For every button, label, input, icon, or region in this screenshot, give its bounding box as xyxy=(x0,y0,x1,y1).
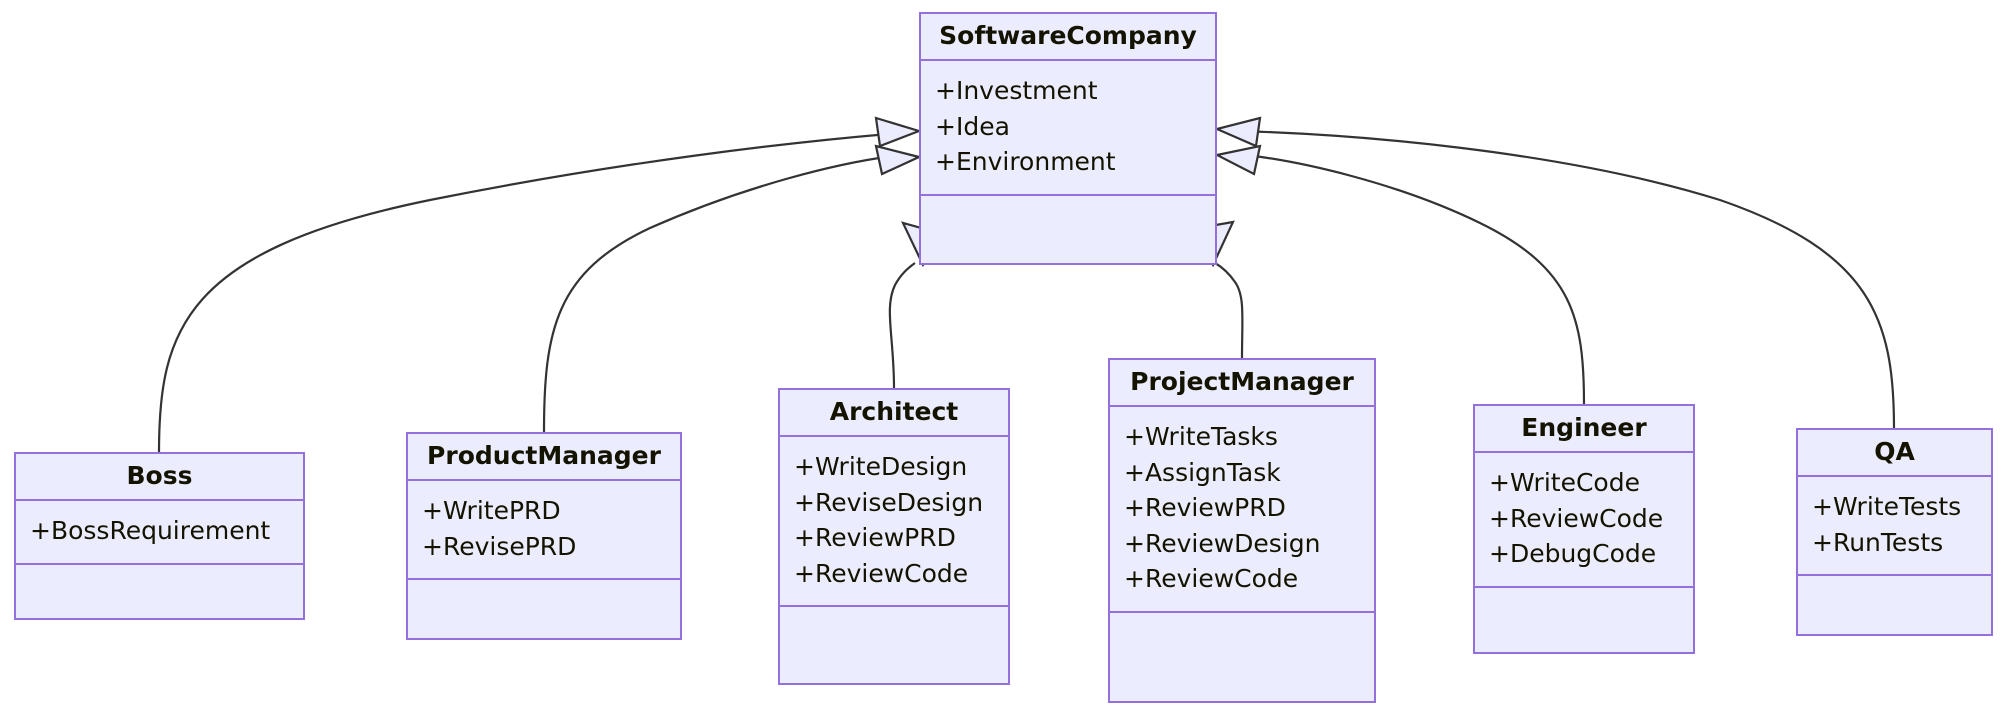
class-member: +ReviewPRD xyxy=(794,523,956,553)
class-member: +ReviseDesign xyxy=(794,487,984,517)
class-divider xyxy=(1475,585,1693,588)
class-divider xyxy=(921,59,1215,62)
class-member: +Idea xyxy=(935,111,1010,141)
class-divider xyxy=(780,605,1008,608)
class-footer-compartment xyxy=(921,196,1215,218)
arrowhead-engineer xyxy=(1213,144,1262,176)
class-members: +WritePRD +RevisePRD xyxy=(408,481,680,578)
class-divider xyxy=(408,479,680,482)
class-member: +Environment xyxy=(935,147,1116,177)
class-member: +ReviewCode xyxy=(1124,564,1299,594)
class-box-softwarecompany[interactable]: SoftwareCompany +Investment +Idea +Envir… xyxy=(919,12,1217,265)
class-member: +ReviewCode xyxy=(1489,503,1664,533)
class-member: +WriteCode xyxy=(1489,468,1640,498)
class-box-engineer[interactable]: Engineer +WriteCode +ReviewCode +DebugCo… xyxy=(1473,404,1695,654)
class-box-architect[interactable]: Architect +WriteDesign +ReviseDesign +Re… xyxy=(778,388,1010,685)
class-members: +WriteTests +RunTests xyxy=(1798,477,1991,574)
class-box-qa[interactable]: QA +WriteTests +RunTests xyxy=(1796,428,1993,636)
class-member: +ReviewDesign xyxy=(1124,528,1321,558)
edge-projectmanager-to-softwarecompany xyxy=(1214,262,1244,359)
arrowhead-qa xyxy=(1213,116,1262,148)
class-title: ProductManager xyxy=(427,441,661,470)
class-footer-compartment xyxy=(1798,576,1991,598)
class-divider xyxy=(1110,405,1374,408)
class-members: +BossRequirement xyxy=(16,501,303,563)
class-divider xyxy=(1475,451,1693,454)
class-box-projectmanager[interactable]: ProjectManager +WriteTasks +AssignTask +… xyxy=(1108,358,1376,703)
class-members: +WriteCode +ReviewCode +DebugCode xyxy=(1475,453,1693,586)
class-member: +DebugCode xyxy=(1489,539,1657,569)
edge-architect-to-softwarecompany xyxy=(888,262,916,389)
class-member: +WriteTasks xyxy=(1124,422,1278,452)
class-member: +ReviewPRD xyxy=(1124,493,1286,523)
class-members: +Investment +Idea +Environment xyxy=(921,61,1215,194)
class-divider xyxy=(780,435,1008,438)
class-divider xyxy=(1110,610,1374,613)
arrowhead-productmanager xyxy=(874,144,923,176)
class-member: +WriteDesign xyxy=(794,452,968,482)
class-divider xyxy=(16,499,303,502)
class-divider xyxy=(921,193,1215,196)
class-box-productmanager[interactable]: ProductManager +WritePRD +RevisePRD xyxy=(406,432,682,640)
class-members: +WriteTasks +AssignTask +ReviewPRD +Revi… xyxy=(1110,407,1374,611)
class-footer-compartment xyxy=(408,580,680,602)
arrowhead-boss xyxy=(874,116,923,148)
class-title: Architect xyxy=(829,397,959,426)
class-divider xyxy=(16,562,303,565)
class-member: +WritePRD xyxy=(422,496,561,526)
class-member: +AssignTask xyxy=(1124,457,1281,487)
class-footer-compartment xyxy=(1110,613,1374,635)
class-member: +ReviewCode xyxy=(794,558,969,588)
class-divider xyxy=(1798,475,1991,478)
class-box-boss[interactable]: Boss +BossRequirement xyxy=(14,452,305,620)
class-title: SoftwareCompany xyxy=(939,21,1197,50)
class-member: +WriteTests xyxy=(1812,492,1962,522)
class-footer-compartment xyxy=(780,607,1008,629)
class-title: Engineer xyxy=(1521,413,1647,442)
class-title: Boss xyxy=(126,461,193,490)
class-title: ProjectManager xyxy=(1130,367,1354,396)
class-members: +WriteDesign +ReviseDesign +ReviewPRD +R… xyxy=(780,437,1008,605)
class-divider xyxy=(1798,574,1991,577)
class-member: +Investment xyxy=(935,76,1098,106)
class-footer-compartment xyxy=(16,565,303,587)
class-footer-compartment xyxy=(1475,588,1693,610)
class-title: QA xyxy=(1874,437,1915,466)
class-divider xyxy=(408,578,680,581)
class-member: +RunTests xyxy=(1812,527,1944,557)
class-member: +BossRequirement xyxy=(30,516,271,546)
class-member: +RevisePRD xyxy=(422,531,577,561)
